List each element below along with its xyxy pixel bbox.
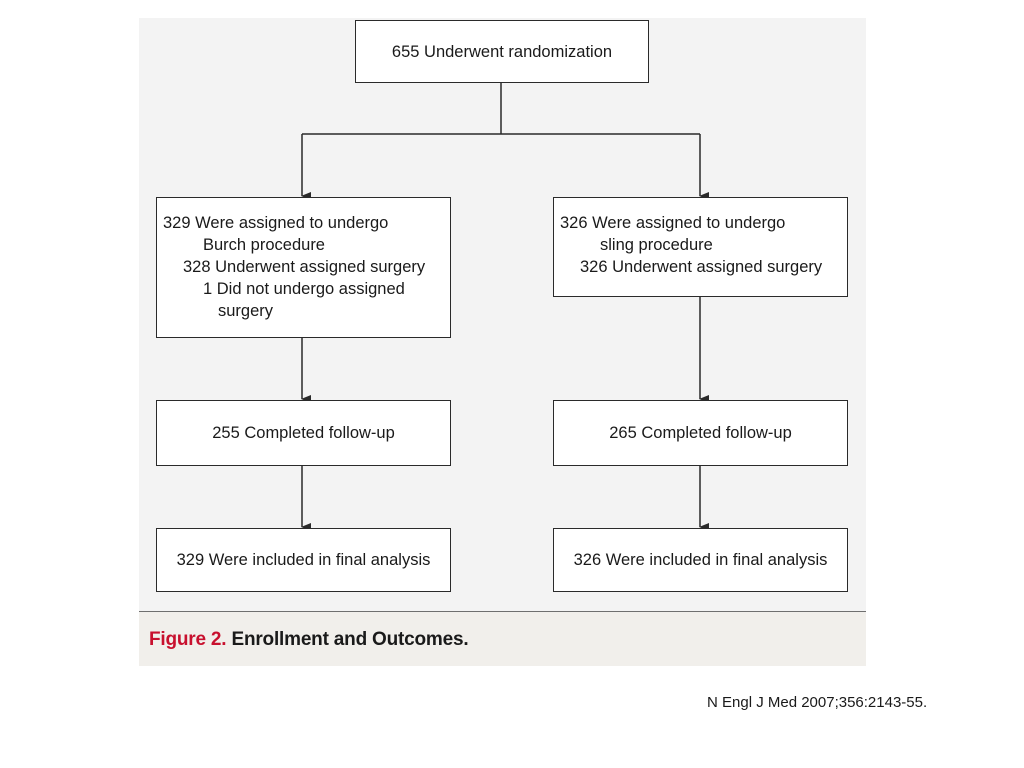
figure-caption-label: Figure 2.	[149, 629, 227, 650]
figure-caption-bar: Figure 2. Enrollment and Outcomes.	[139, 611, 866, 666]
left-analysis-text: 329 Were included in final analysis	[176, 551, 431, 569]
left-assigned-line3: 328 Underwent assigned surgery	[183, 258, 426, 276]
right-followup-box: 265 Completed follow-up	[553, 400, 848, 466]
right-analysis-box: 326 Were included in final analysis	[553, 528, 848, 592]
right-assigned-line2: sling procedure	[600, 236, 713, 254]
left-assigned-line2: Burch procedure	[203, 236, 325, 254]
right-analysis-text: 326 Were included in final analysis	[573, 551, 828, 569]
right-assigned-line3: 326 Underwent assigned surgery	[580, 258, 823, 276]
journal-citation: N Engl J Med 2007;356:2143-55.	[707, 694, 928, 711]
left-assigned-box: 329 Were assigned to undergo Burch proce…	[156, 197, 451, 338]
left-assigned-line1: 329 Were assigned to undergo	[163, 214, 389, 232]
figure-caption: Figure 2. Enrollment and Outcomes.	[149, 629, 469, 651]
left-assigned-line4: 1 Did not undergo assigned	[203, 280, 405, 298]
right-assigned-box: 326 Were assigned to undergo sling proce…	[553, 197, 848, 297]
figure-caption-title: Enrollment and Outcomes.	[231, 629, 469, 650]
randomization-text: 655 Underwent randomization	[391, 42, 613, 61]
right-assigned-line1: 326 Were assigned to undergo	[560, 214, 786, 232]
randomization-box: 655 Underwent randomization	[355, 20, 649, 83]
right-followup-text: 265 Completed follow-up	[609, 424, 792, 442]
left-followup-box: 255 Completed follow-up	[156, 400, 451, 466]
left-assigned-line5: surgery	[218, 302, 274, 320]
left-followup-text: 255 Completed follow-up	[212, 424, 395, 442]
left-analysis-box: 329 Were included in final analysis	[156, 528, 451, 592]
